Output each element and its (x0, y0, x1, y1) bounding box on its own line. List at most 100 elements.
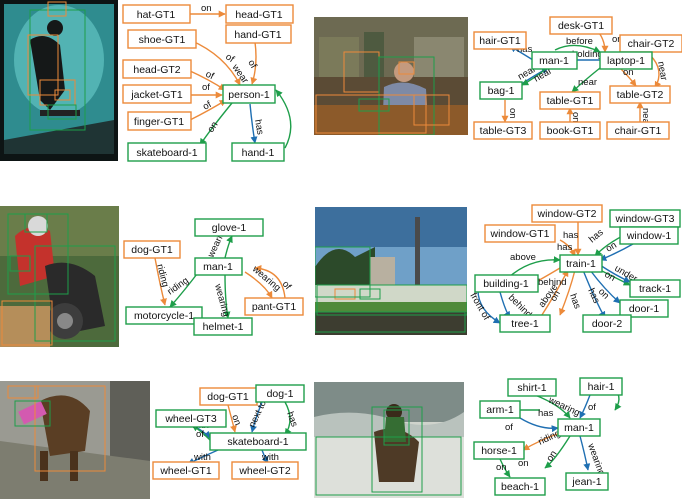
panel-6-graph: wearing of has of riding wearing on on o… (473, 377, 623, 496)
node-man-1: man-1 (539, 55, 569, 67)
edge-label: has (252, 119, 266, 136)
node-laptop-1: laptop-1 (607, 55, 645, 67)
node-hand-gt1: hand-GT1 (234, 29, 281, 41)
node-beach-1: beach-1 (501, 481, 539, 493)
node-hand-1: hand-1 (242, 147, 275, 159)
photo-skateboarder (0, 0, 118, 161)
edge-label: has (587, 227, 606, 245)
node-head-gt1: head-GT1 (235, 9, 282, 21)
edge-label: wearing (585, 441, 607, 477)
edge-label: of (245, 58, 259, 71)
edge-label: on (496, 462, 507, 473)
node-table-gt1: table-GT1 (547, 95, 594, 107)
node-arm-1: arm-1 (486, 404, 514, 416)
photo-train (315, 207, 467, 335)
node-skateboard-1: skateboard-1 (227, 436, 288, 448)
edge-label: on (201, 3, 212, 14)
edge-label: riding (154, 263, 171, 288)
node-tree-1: tree-1 (511, 318, 539, 330)
node-horse-1: horse-1 (481, 445, 517, 457)
node-window-gt2: window-GT2 (537, 208, 597, 220)
node-chair-gt2: chair-GT2 (628, 38, 675, 50)
photo-horse-beach (314, 382, 464, 498)
node-track-1: track-1 (639, 283, 671, 295)
edge-label: holding (572, 49, 603, 60)
edge-label: on (518, 458, 529, 469)
node-man-1: man-1 (564, 422, 594, 434)
edge-label: near (655, 61, 669, 82)
node-wheel-gt2: wheel-GT2 (238, 465, 291, 477)
edge-label: has (563, 230, 579, 241)
node-jean-1: jean-1 (571, 476, 601, 488)
edge-label: on (229, 413, 243, 427)
node-person-1: person-1 (228, 89, 270, 101)
node-wheel-gt3: wheel-GT3 (164, 413, 217, 425)
node-dog-gt1: dog-GT1 (207, 391, 249, 403)
panel-1-graph: on of of wear of of of on has hat-GT1 he… (122, 3, 294, 162)
edge-label: near (640, 108, 651, 127)
edge-label: of (505, 422, 513, 433)
node-pant-gt1: pant-GT1 (252, 301, 297, 313)
edge-label: on (570, 112, 581, 123)
node-door-1: door-1 (629, 303, 660, 315)
edge-label: above (510, 252, 536, 263)
edge-label: wearing (212, 282, 231, 318)
node-shoe-gt1: shoe-GT1 (139, 34, 186, 46)
node-dog-1: dog-1 (267, 388, 294, 400)
edge-label: has (557, 242, 573, 253)
edge-label: of (588, 402, 596, 413)
edge-label: before (566, 36, 593, 47)
edge-label: on (623, 67, 634, 78)
edge-label: on (205, 120, 220, 135)
edge-label: front of (467, 291, 491, 322)
node-window-gt3: window-GT3 (615, 213, 675, 225)
photo-man-laptop (314, 17, 468, 135)
edge-label: behind (538, 277, 567, 288)
edge-label: of (202, 82, 210, 93)
panel-2-graph: has before holding on near near near on … (473, 16, 682, 140)
node-hair-1: hair-1 (588, 381, 615, 393)
node-dog-gt1: dog-GT1 (131, 244, 173, 256)
node-table-gt3: table-GT3 (480, 125, 527, 137)
edge-label: of (280, 279, 294, 292)
node-chair-gt1: chair-GT1 (615, 125, 662, 137)
node-hat-gt1: hat-GT1 (137, 9, 176, 21)
edge-label: on (507, 108, 518, 119)
edge-label: has (567, 292, 583, 310)
panel-5-graph: on next to has with of with with dog-GT1… (152, 384, 307, 480)
edge-label: of (201, 99, 214, 113)
node-helmet-1: helmet-1 (203, 321, 244, 333)
node-window-gt1: window-GT1 (490, 228, 550, 240)
edge-label: of (204, 69, 216, 82)
edge-label: with (261, 452, 279, 463)
edge-label: on (544, 449, 559, 464)
node-bag-1: bag-1 (488, 85, 515, 97)
edge-label: on (603, 269, 618, 284)
edge-label: has (284, 410, 300, 428)
photo-dog-skateboard (0, 381, 150, 499)
node-motorcycle-1: motorcycle-1 (134, 310, 194, 322)
node-table-gt2: table-GT2 (617, 89, 664, 101)
node-door-2: door-2 (592, 318, 623, 330)
node-finger-gt1: finger-GT1 (134, 116, 184, 128)
node-building-1: building-1 (483, 278, 529, 290)
node-hair-gt1: hair-GT1 (479, 35, 521, 47)
node-desk-gt1: desk-GT1 (558, 20, 604, 32)
node-train-1: train-1 (566, 258, 596, 270)
edge-label: has (538, 408, 554, 419)
edge-label: near (578, 77, 597, 88)
node-shirt-1: shirt-1 (517, 382, 546, 394)
edge-label: on (604, 240, 619, 255)
node-skateboard-1: skateboard-1 (136, 147, 197, 159)
node-jacket-gt1: jacket-GT1 (130, 89, 183, 101)
panel-3-graph: wearing riding riding wearing wearing of… (123, 218, 304, 336)
panel-4-graph: has has has on above on under on behind … (467, 204, 681, 333)
node-head-gt2: head-GT2 (133, 64, 180, 76)
node-window-1: window-1 (626, 230, 672, 242)
node-man-1: man-1 (203, 261, 233, 273)
edge-label: with (193, 452, 211, 463)
edge-label: of (196, 429, 204, 440)
edge-label: on (612, 34, 623, 45)
node-glove-1: glove-1 (212, 222, 247, 234)
